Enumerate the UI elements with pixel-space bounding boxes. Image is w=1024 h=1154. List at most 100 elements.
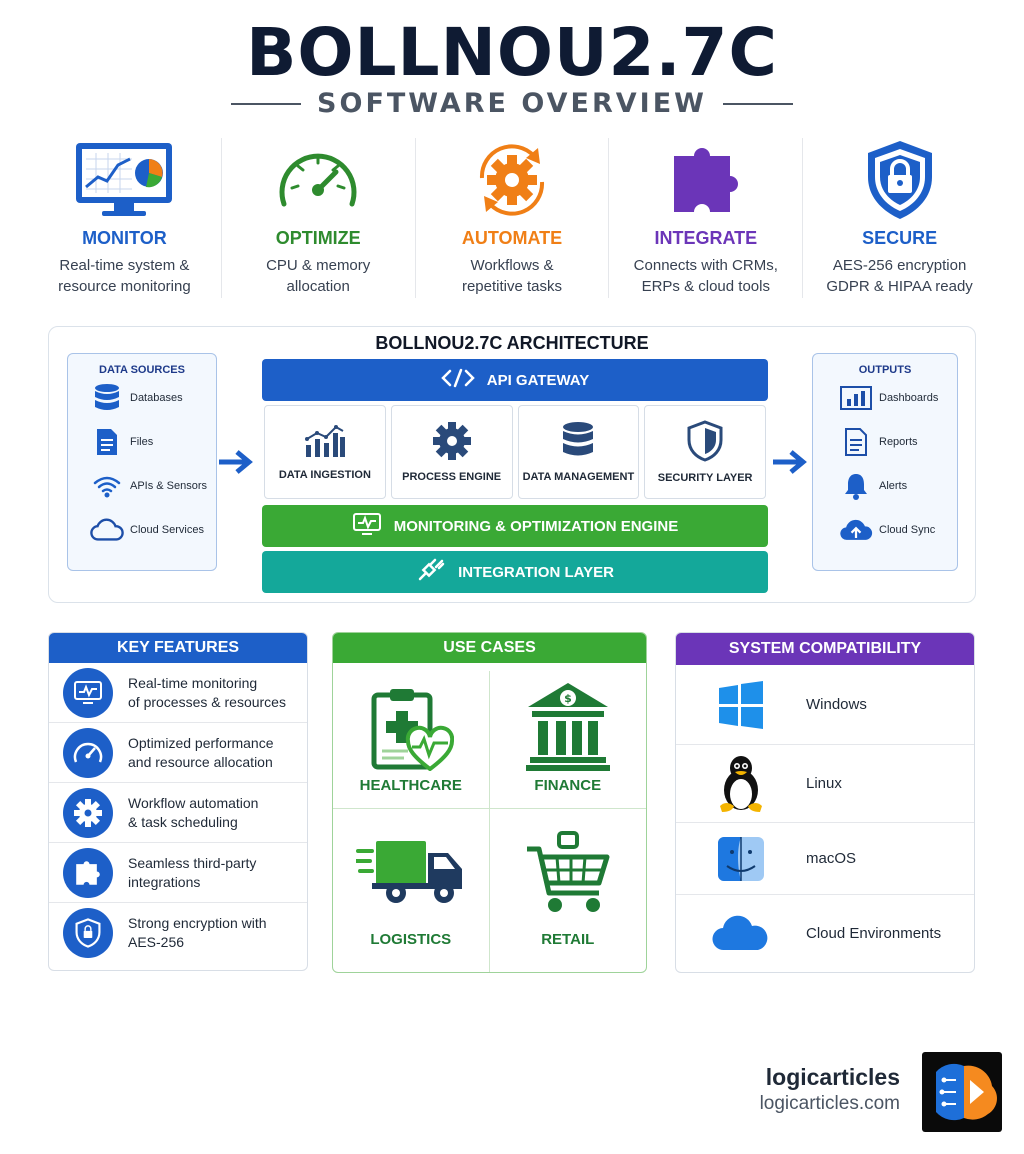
file-icon (90, 427, 124, 457)
pillar-title: SECURE (862, 228, 938, 248)
macos-finder-icon (676, 836, 806, 882)
pillar-desc: Connects with CRMs,ERPs & cloud tools (633, 257, 778, 295)
output-item: Dashboards (813, 376, 957, 420)
compat-item-cloud: Cloud Environments (676, 895, 974, 971)
arrow-right-icon (773, 450, 807, 474)
puzzle-icon (668, 138, 744, 222)
use-case-logistics: LOGISTICS (333, 809, 490, 972)
puzzle-icon (63, 847, 113, 898)
gear-icon (63, 787, 113, 838)
pillar-automate: AUTOMATE Workflows &repetitive tasks (416, 138, 610, 298)
brand-block: logicarticles logicarticles.com (700, 1064, 900, 1115)
linux-penguin-icon (676, 754, 806, 814)
divider-left (231, 102, 302, 105)
cloud-upload-icon (839, 517, 873, 543)
truck-icon (355, 841, 462, 903)
arrow-right-icon (219, 450, 253, 474)
speedometer-icon (63, 727, 113, 778)
module-data-management: DATA MANAGEMENT (517, 405, 640, 499)
integration-layer-bar: INTEGRATION LAYER (262, 551, 768, 593)
compat-item-linux: Linux (676, 745, 974, 823)
output-item: Cloud Sync (813, 508, 957, 552)
database-icon (563, 422, 594, 456)
data-sources-box: DATA SOURCES Databases Files APIs & Sens… (67, 353, 217, 571)
module-security-layer: SECURITY LAYER (644, 405, 766, 499)
pillar-title: AUTOMATE (461, 228, 563, 248)
output-item: Alerts (813, 464, 957, 508)
outputs-title: OUTPUTS (858, 364, 912, 376)
shield-lock-icon (864, 138, 936, 222)
page-title: BOLLNOU2.7C (246, 14, 778, 91)
bank-icon: $ (525, 683, 610, 771)
pillar-title: INTEGRATE (654, 228, 758, 248)
wifi-icon (90, 474, 124, 498)
dashboard-chart-icon (839, 385, 873, 411)
bar-chart-icon (304, 425, 345, 457)
monitor-pulse-icon (352, 512, 382, 540)
gear-cycle-icon (468, 138, 556, 222)
data-source-item: Files (68, 420, 216, 464)
cloud-icon (676, 914, 806, 952)
compat-item-windows: Windows (676, 665, 974, 745)
feature-item: Workflow automation& task scheduling (49, 783, 307, 843)
module-data-ingestion: DATA INGESTION (264, 405, 386, 499)
subtitle-row: SOFTWARE OVERVIEW (0, 88, 1024, 119)
core-modules: DATA INGESTION PROCESS ENGINE DATA MANAG… (264, 405, 766, 499)
data-source-item: Databases (68, 376, 216, 420)
report-icon (839, 427, 873, 457)
api-gateway-bar: API GATEWAY (262, 359, 768, 401)
use-case-healthcare: HEALTHCARE (333, 671, 490, 809)
divider-right (722, 102, 793, 105)
brand-logo-icon (922, 1052, 1002, 1132)
outputs-box: OUTPUTS Dashboards Reports Alerts Cloud … (812, 353, 958, 571)
pillar-title: MONITOR (82, 228, 167, 248)
brand-name: logicarticles (765, 1064, 900, 1090)
speedometer-icon (274, 138, 362, 222)
monitor-icon (63, 667, 113, 718)
use-cases-grid: HEALTHCARE $ FINANCE LOGISTICS (333, 671, 646, 972)
use-cases-title: USE CASES (333, 633, 646, 663)
page-subtitle: SOFTWARE OVERVIEW (317, 88, 707, 119)
architecture-panel: BOLLNOU2.7C ARCHITECTURE DATA SOURCES Da… (48, 326, 976, 603)
pillar-desc: Workflows &repetitive tasks (461, 257, 563, 295)
key-features-title: KEY FEATURES (49, 633, 307, 663)
plug-icon (416, 557, 446, 587)
output-item: Reports (813, 420, 957, 464)
pillar-title: OPTIMIZE (275, 228, 361, 248)
pillar-monitor: MONITOR Real-time system &resource monit… (28, 138, 222, 298)
shopping-cart-icon (526, 831, 610, 912)
database-icon (90, 383, 124, 413)
use-case-finance: $ FINANCE (489, 671, 646, 809)
svg-text:$: $ (564, 692, 572, 705)
compat-item-macos: macOS (676, 823, 974, 895)
windows-icon (676, 680, 806, 729)
data-source-item: APIs & Sensors (68, 464, 216, 508)
shield-lock-icon (63, 908, 113, 958)
pillar-desc: Real-time system &resource monitoring (58, 257, 191, 295)
data-sources-title: DATA SOURCES (99, 364, 185, 376)
monitoring-engine-bar: MONITORING & OPTIMIZATION ENGINE (262, 505, 768, 547)
gear-icon (432, 422, 471, 460)
use-case-retail: RETAIL (490, 809, 647, 972)
pillar-integrate: INTEGRATE Connects with CRMs,ERPs & clou… (609, 138, 804, 298)
architecture-title: BOLLNOU2.7C ARCHITECTURE (375, 333, 649, 353)
monitor-chart-icon (74, 138, 174, 222)
system-compatibility-panel: SYSTEM COMPATIBILITY Windows Linux (675, 632, 975, 973)
data-source-item: Cloud Services (68, 508, 216, 552)
brand-url[interactable]: logicarticles.com (759, 1093, 900, 1114)
module-process-engine: PROCESS ENGINE (390, 405, 513, 499)
use-cases-panel: USE CASES HEALTHCARE $ FINANCE (332, 632, 647, 973)
shield-icon (687, 420, 723, 462)
clipboard-health-icon (371, 689, 454, 771)
code-brackets-icon (440, 368, 475, 392)
bell-icon (839, 472, 873, 500)
